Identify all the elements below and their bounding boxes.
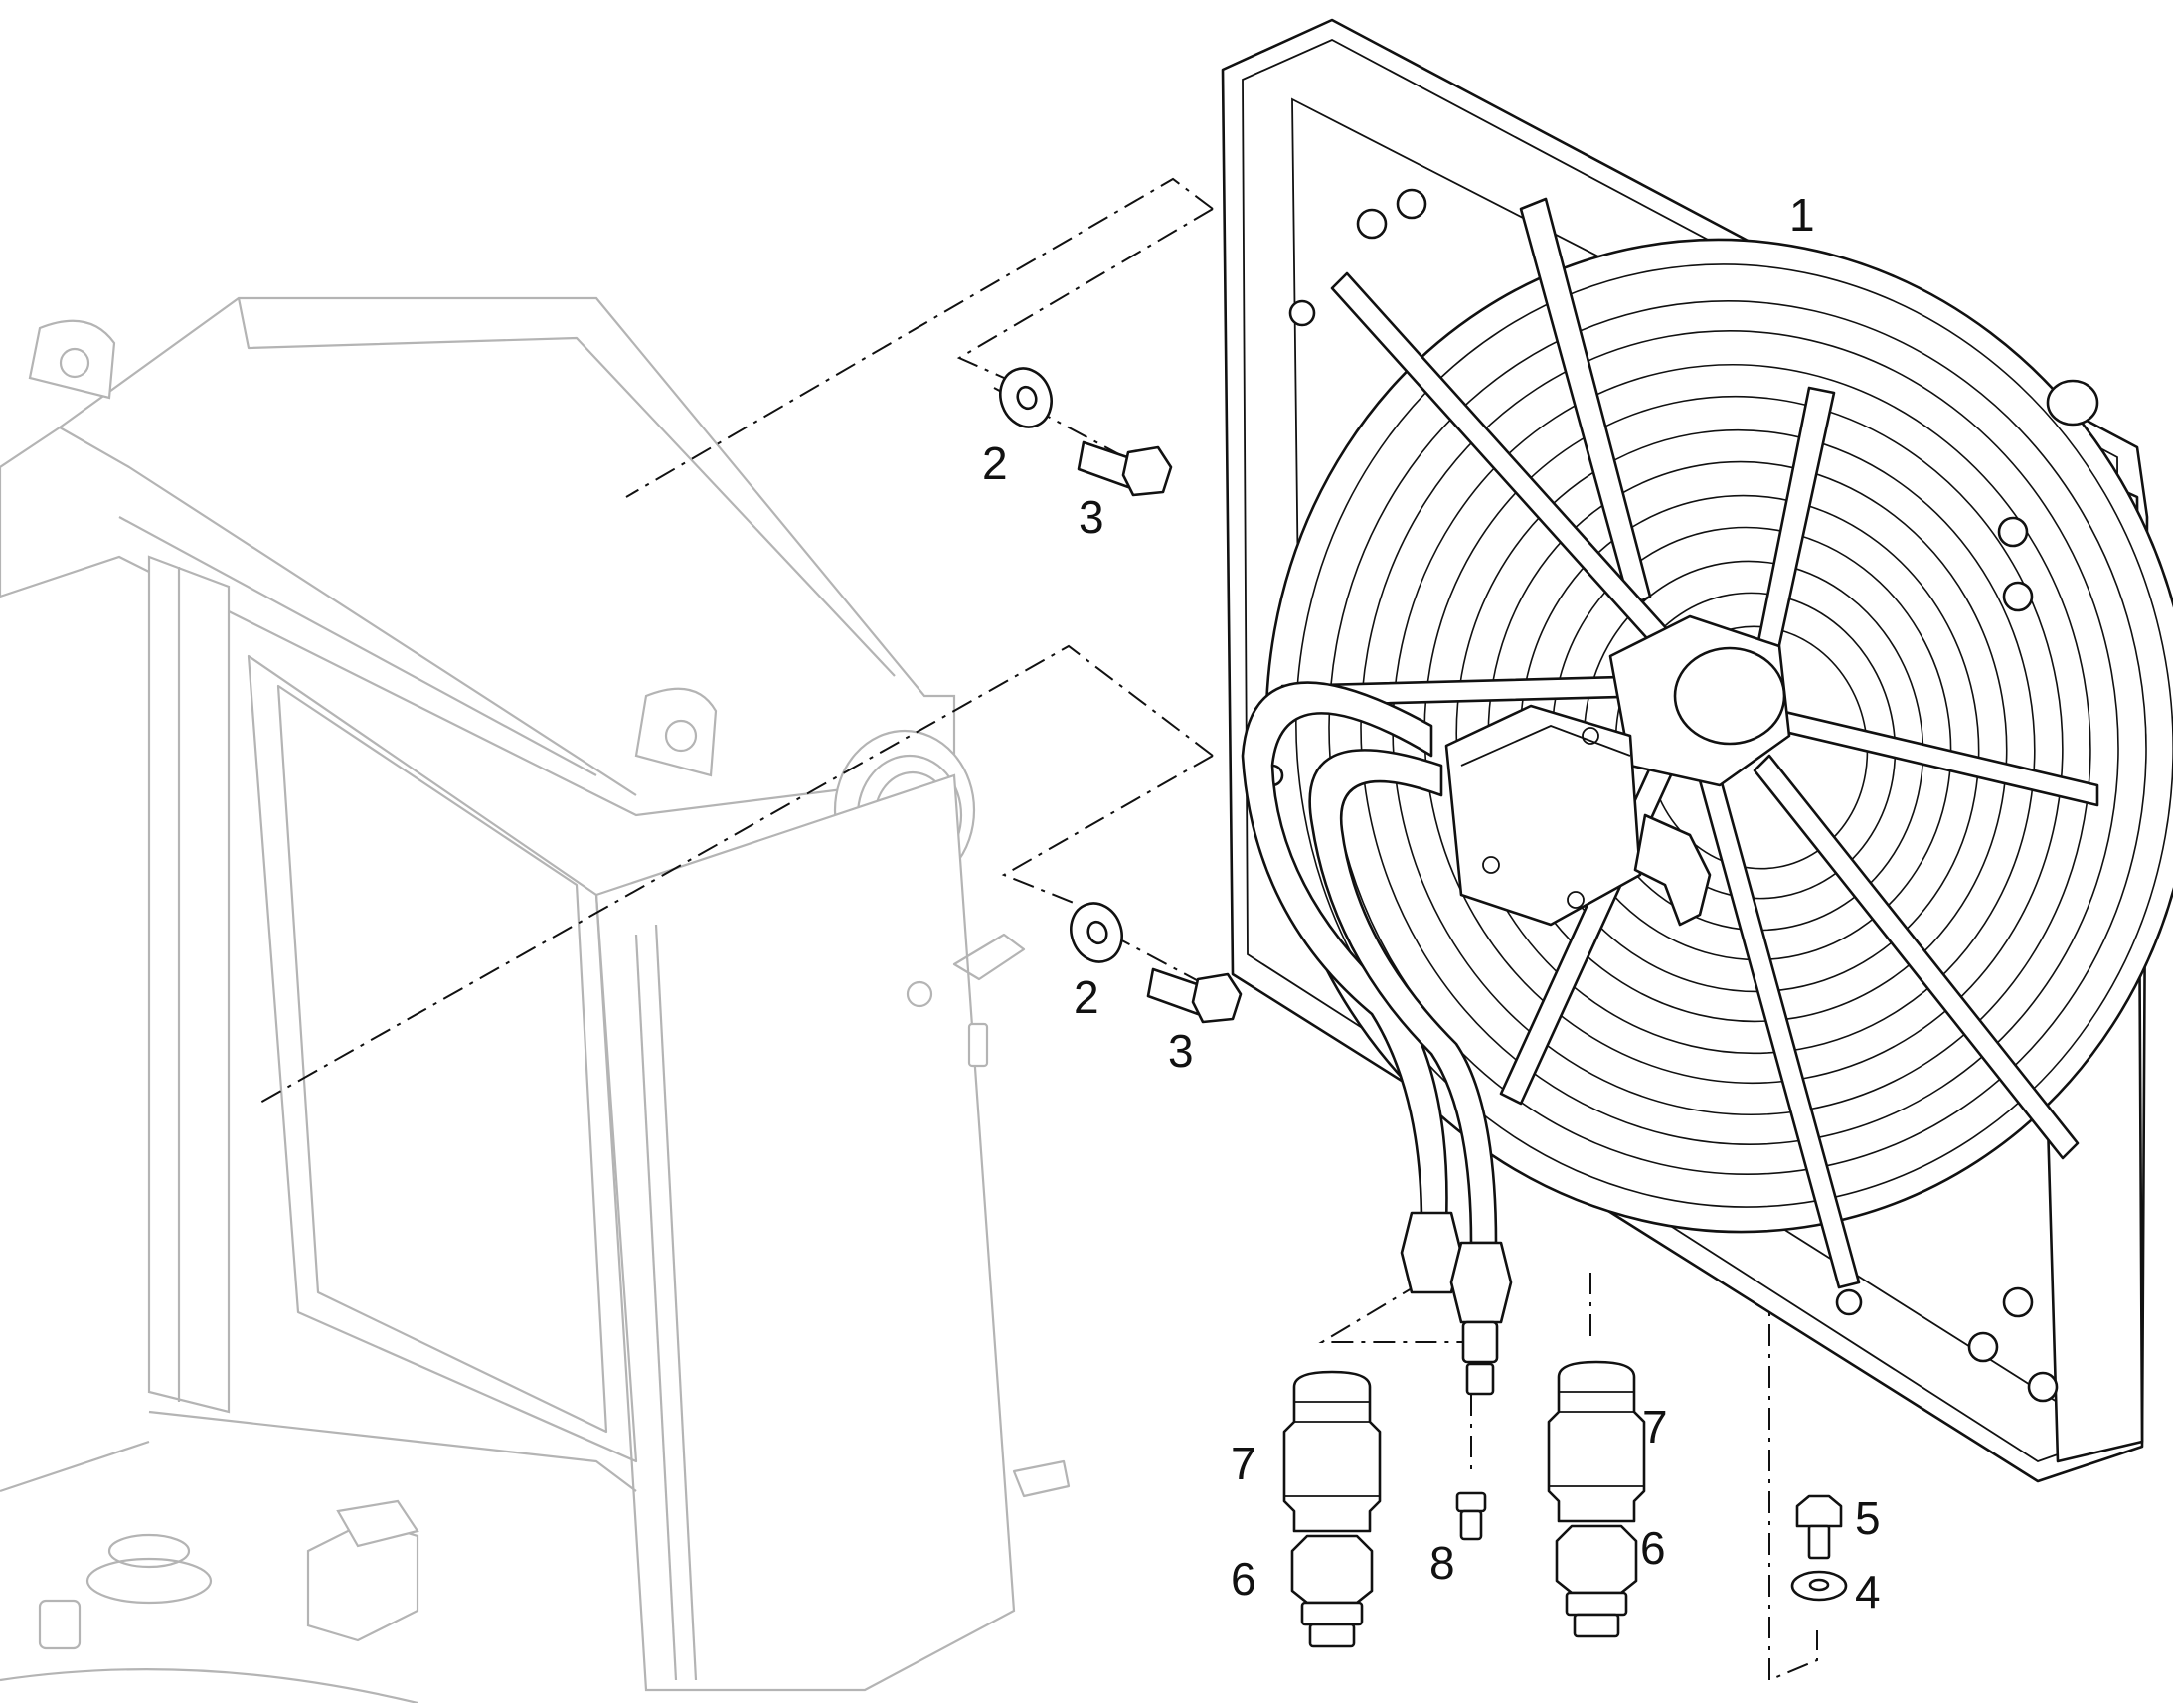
plug-fitting bbox=[1455, 1491, 1487, 1541]
callout-7-left: 7 bbox=[1231, 1438, 1256, 1489]
callout-6-left: 6 bbox=[1231, 1553, 1256, 1605]
bolt-upper bbox=[1077, 440, 1173, 497]
washer-lower bbox=[1070, 902, 1123, 963]
callout-4: 4 bbox=[1855, 1566, 1881, 1618]
callout-6-right: 6 bbox=[1640, 1522, 1666, 1574]
bolt-lower bbox=[1146, 967, 1243, 1024]
callout-2-upper: 2 bbox=[982, 437, 1008, 489]
adapter-fitting-left bbox=[1282, 1370, 1382, 1533]
machine-frame bbox=[0, 296, 1071, 1705]
callout-8: 8 bbox=[1429, 1537, 1455, 1589]
small-washer bbox=[1790, 1570, 1848, 1602]
washer-upper bbox=[999, 367, 1053, 428]
callout-5: 5 bbox=[1855, 1492, 1881, 1544]
callout-1: 1 bbox=[1789, 189, 1815, 241]
callout-labels: 1 2 3 2 3 7 6 8 7 6 5 4 bbox=[982, 189, 1881, 1618]
callout-2-lower: 2 bbox=[1074, 971, 1099, 1023]
nut-fitting-left bbox=[1290, 1534, 1374, 1648]
callout-7-right: 7 bbox=[1642, 1401, 1668, 1452]
fan-assembly bbox=[1221, 18, 2173, 1483]
adapter-fitting-right bbox=[1547, 1360, 1646, 1523]
callout-3-lower: 3 bbox=[1168, 1025, 1194, 1077]
nut-fitting-right bbox=[1555, 1524, 1638, 1638]
small-bolt bbox=[1795, 1494, 1843, 1560]
callout-3-upper: 3 bbox=[1079, 491, 1104, 543]
